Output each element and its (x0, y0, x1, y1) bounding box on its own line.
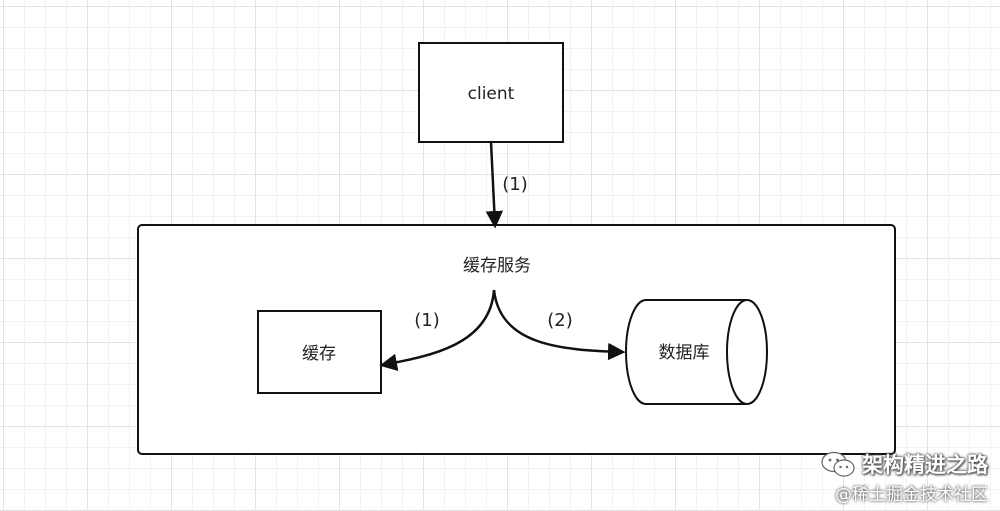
client-box[interactable] (418, 42, 564, 143)
service-to-cache-arrow (379, 289, 496, 371)
watermark-title: 架构精进之路 (862, 453, 988, 477)
cache-box[interactable] (257, 310, 382, 394)
watermark-line1: 架构精进之路 (820, 449, 988, 479)
service-to-cache-label: (1) (414, 310, 440, 331)
client-to-service-label: (1) (502, 174, 528, 195)
watermark: 架构精进之路 @稀土掘金技术社区 (820, 449, 988, 505)
service-to-database-arrow (492, 289, 626, 361)
service-to-database-label: (2) (547, 310, 573, 331)
cache-service-label: 缓存服务 (463, 256, 531, 276)
client-label: client (468, 84, 515, 104)
database-cylinder[interactable] (625, 299, 768, 405)
wechat-icon (821, 451, 855, 477)
cache-label: 缓存 (302, 344, 336, 364)
client-to-service-arrow (485, 141, 504, 229)
watermark-line2: @稀土掘金技术社区 (835, 485, 988, 505)
database-label: 数据库 (659, 343, 710, 363)
